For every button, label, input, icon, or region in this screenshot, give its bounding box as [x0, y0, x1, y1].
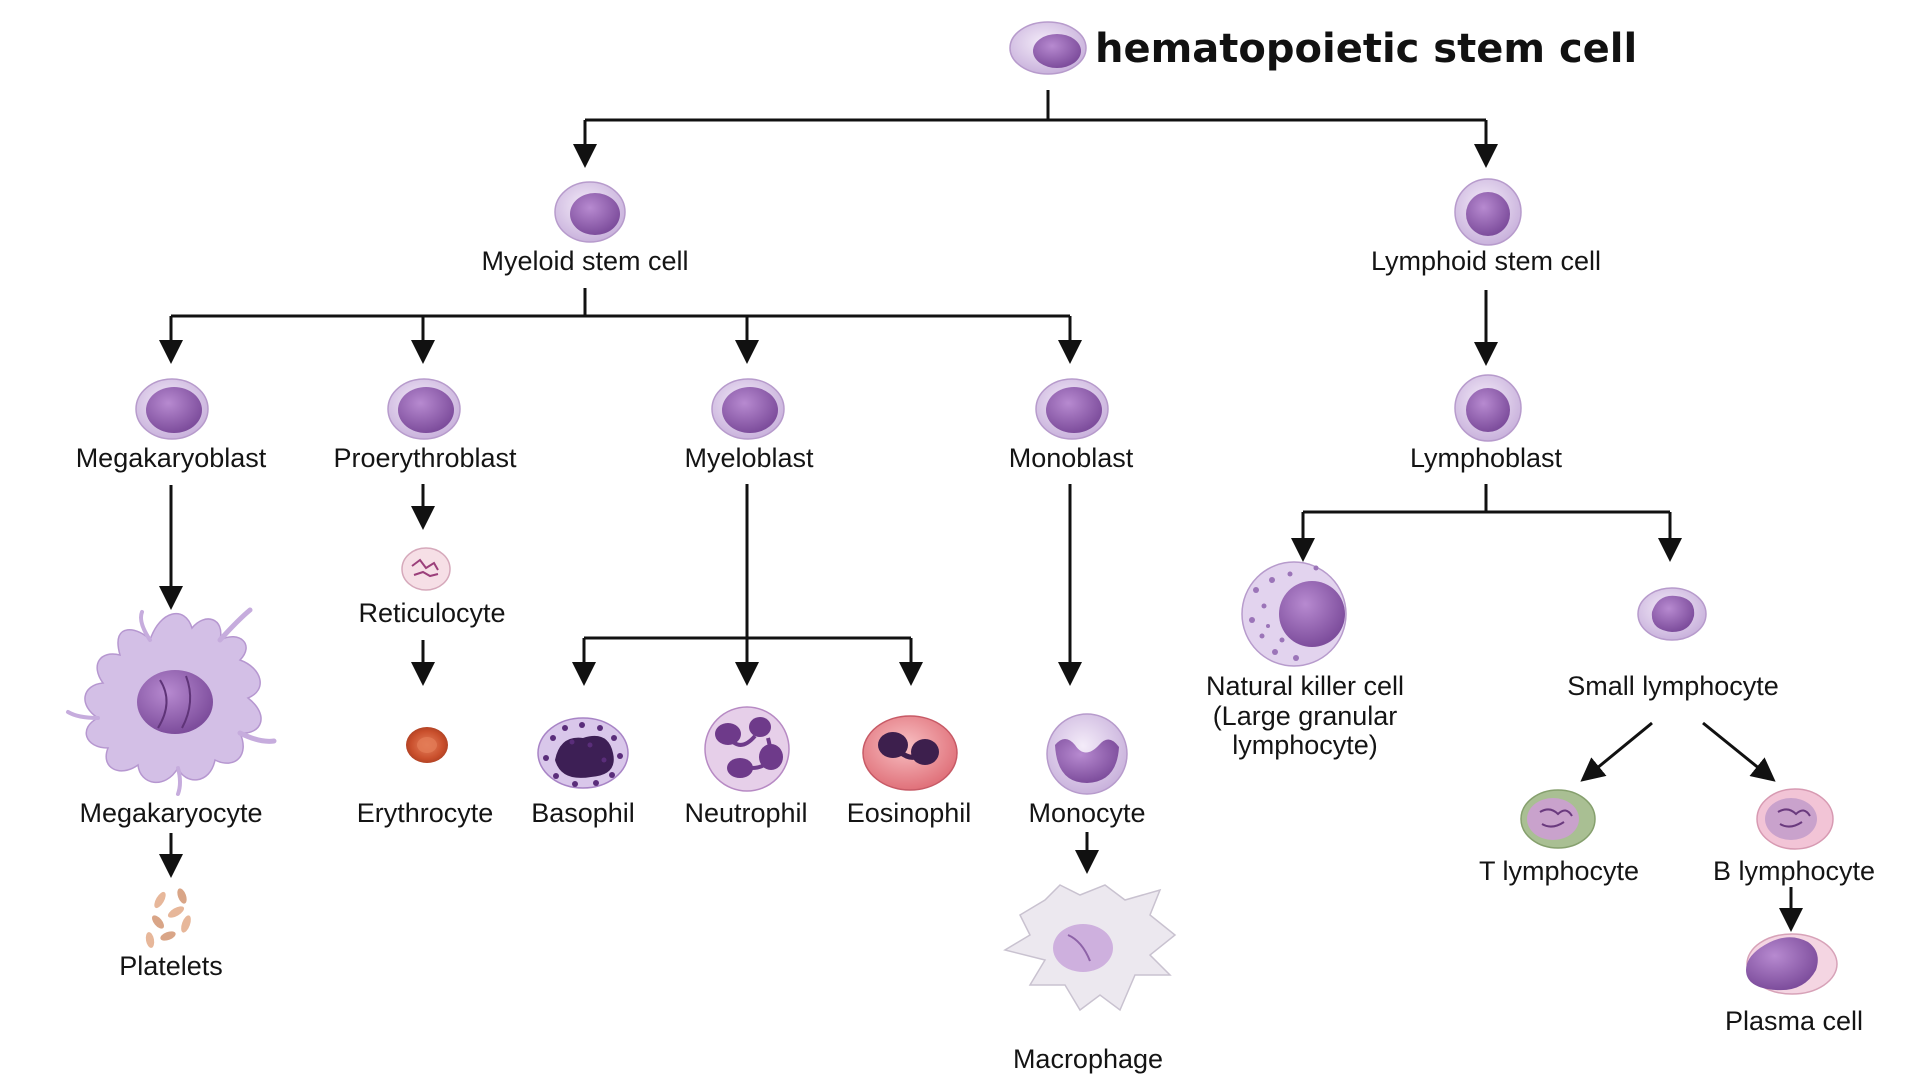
- plasma-cell-icon: [1746, 933, 1838, 995]
- monoblast-icon: [1035, 378, 1109, 440]
- myeloid-stem-cell-icon: [554, 181, 626, 243]
- reticulocyte-icon: [401, 547, 451, 591]
- erythrocyte-icon: [406, 727, 448, 763]
- connector-lymphoblast: [1303, 484, 1670, 514]
- label-megakaryocyte: Megakaryocyte: [79, 798, 262, 828]
- connectors: [159, 90, 1803, 932]
- label-monoblast: Monoblast: [1009, 443, 1134, 473]
- label-eosinophil: Eosinophil: [847, 798, 972, 828]
- arrow-to-t-lymphocyte: [1580, 721, 1653, 782]
- macrophage-icon: [1003, 884, 1177, 1012]
- megakaryoblast-icon: [135, 378, 209, 440]
- neutrophil-icon: [704, 706, 790, 792]
- label-natural-killer-cell-line-1: Natural killer cell: [1206, 671, 1404, 701]
- monocyte-icon: [1046, 713, 1128, 795]
- b-lymphocyte-icon: [1756, 788, 1834, 850]
- label-lymphoblast: Lymphoblast: [1410, 443, 1563, 473]
- label-plasma-cell: Plasma cell: [1725, 1006, 1863, 1036]
- lymphoblast-icon: [1454, 374, 1522, 442]
- label-lymphoid-stem-cell: Lymphoid stem cell: [1371, 246, 1601, 276]
- connector-myeloblast: [584, 484, 911, 640]
- label-erythrocyte: Erythrocyte: [357, 798, 494, 828]
- label-macrophage: Macrophage: [1013, 1044, 1163, 1074]
- label-t-lymphocyte: T lymphocyte: [1479, 856, 1639, 886]
- eosinophil-icon: [862, 715, 958, 791]
- label-b-lymphocyte: B lymphocyte: [1713, 856, 1875, 886]
- label-reticulocyte: Reticulocyte: [358, 598, 505, 628]
- label-small-lymphocyte: Small lymphocyte: [1567, 671, 1779, 701]
- myeloblast-icon: [711, 378, 785, 440]
- natural-killer-cell-icon: [1241, 561, 1347, 667]
- t-lymphocyte-icon: [1520, 789, 1596, 849]
- proerythroblast-icon: [387, 378, 461, 440]
- small-lymphocyte-icon: [1637, 587, 1707, 641]
- basophil-icon: [537, 717, 629, 789]
- megakaryocyte-icon: [66, 607, 277, 796]
- hematopoietic-stem-cell-icon: [1009, 21, 1087, 75]
- label-megakaryoblast: Megakaryoblast: [76, 443, 267, 473]
- platelets-icon: [145, 888, 191, 948]
- label-neutrophil: Neutrophil: [684, 798, 807, 828]
- lymphoid-stem-cell-icon: [1454, 178, 1522, 246]
- label-proerythroblast: Proerythroblast: [333, 443, 517, 473]
- label-myeloblast: Myeloblast: [684, 443, 814, 473]
- label-natural-killer-cell-line-3: lymphocyte): [1232, 730, 1378, 760]
- connector-hsc: [585, 90, 1486, 122]
- arrow-to-b-lymphocyte: [1702, 721, 1776, 782]
- label-natural-killer-cell-line-2: (Large granular: [1213, 701, 1398, 731]
- label-monocyte: Monocyte: [1028, 798, 1145, 828]
- connector-myeloid: [171, 288, 1070, 318]
- label-basophil: Basophil: [531, 798, 635, 828]
- label-platelets: Platelets: [119, 951, 223, 981]
- title-hematopoietic-stem-cell: hematopoietic stem cell: [1095, 26, 1637, 72]
- label-myeloid-stem-cell: Myeloid stem cell: [481, 246, 688, 276]
